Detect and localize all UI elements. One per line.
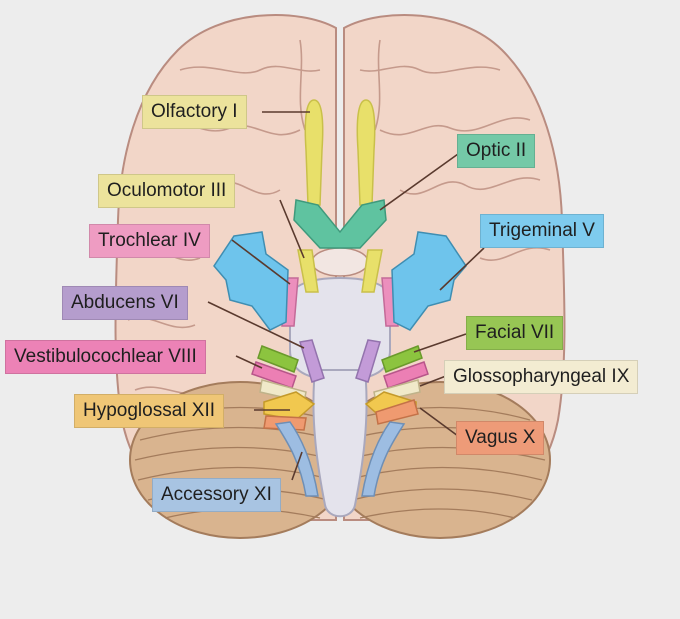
label-glossopharyngeal: Glossopharyngeal IX (444, 360, 639, 394)
leader-lines (207, 111, 485, 481)
label-olfactory: Olfactory I (142, 95, 247, 129)
leader-abducens (207, 301, 305, 349)
leader-trochlear (231, 239, 291, 285)
label-abducens: Abducens VI (62, 286, 188, 320)
leader-oculomotor (279, 199, 305, 259)
leader-vestibulocochlear (235, 355, 263, 369)
label-trochlear: Trochlear IV (89, 224, 210, 258)
facial-nerves (257, 345, 423, 373)
label-vestibulocochlear: Vestibulocochlear VIII (5, 340, 206, 374)
leader-vagus (419, 407, 459, 437)
pons (289, 276, 391, 382)
leader-facial (413, 333, 467, 353)
label-hypoglossal: Hypoglossal XII (74, 394, 225, 428)
label-trigeminal: Trigeminal V (480, 214, 604, 248)
leader-trigeminal (439, 247, 485, 291)
abducens-nerves (299, 339, 381, 383)
leader-optic (379, 153, 459, 211)
accessory-nerves (274, 421, 406, 497)
leader-accessory (291, 451, 303, 481)
optic-chiasm-region (311, 247, 369, 277)
oculomotor-nerves (297, 249, 383, 293)
label-optic: Optic II (457, 134, 536, 168)
label-facial: Facial VII (466, 316, 564, 350)
label-accessory: Accessory XI (152, 478, 281, 512)
label-oculomotor: Oculomotor III (98, 174, 236, 208)
medulla (312, 369, 368, 518)
optic-nerve (293, 199, 387, 249)
leader-glossopharyngeal (419, 375, 447, 387)
label-vagus: Vagus X (456, 421, 545, 455)
trigeminal-nerves (213, 231, 467, 331)
olfactory-nerves (304, 99, 376, 206)
